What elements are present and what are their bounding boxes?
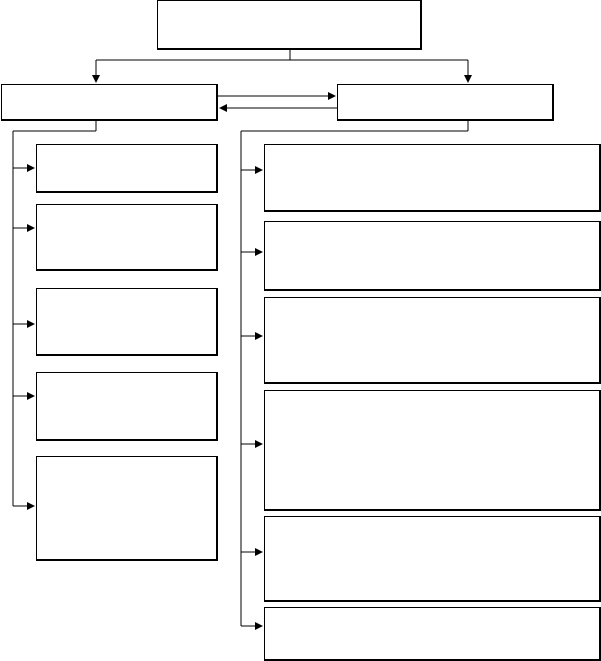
right-child-node-4 [264, 390, 601, 511]
right-branch-node [337, 84, 554, 121]
branch-exchange-arrows [218, 92, 337, 112]
left-child-node-5 [36, 456, 218, 561]
root-node [157, 0, 422, 50]
left-child-node-3 [36, 288, 218, 356]
left-branch-node [1, 84, 218, 121]
left-branch-connector [12, 121, 97, 510]
right-child-node-1 [264, 144, 601, 212]
right-child-node-3 [264, 297, 601, 384]
left-child-node-1 [36, 144, 218, 193]
right-child-node-6 [264, 607, 601, 661]
right-branch-connector [240, 121, 469, 630]
right-child-node-2 [264, 221, 601, 291]
left-child-node-2 [36, 204, 218, 271]
left-child-node-4 [36, 372, 218, 441]
root-connector [92, 50, 472, 83]
right-child-node-5 [264, 516, 601, 602]
